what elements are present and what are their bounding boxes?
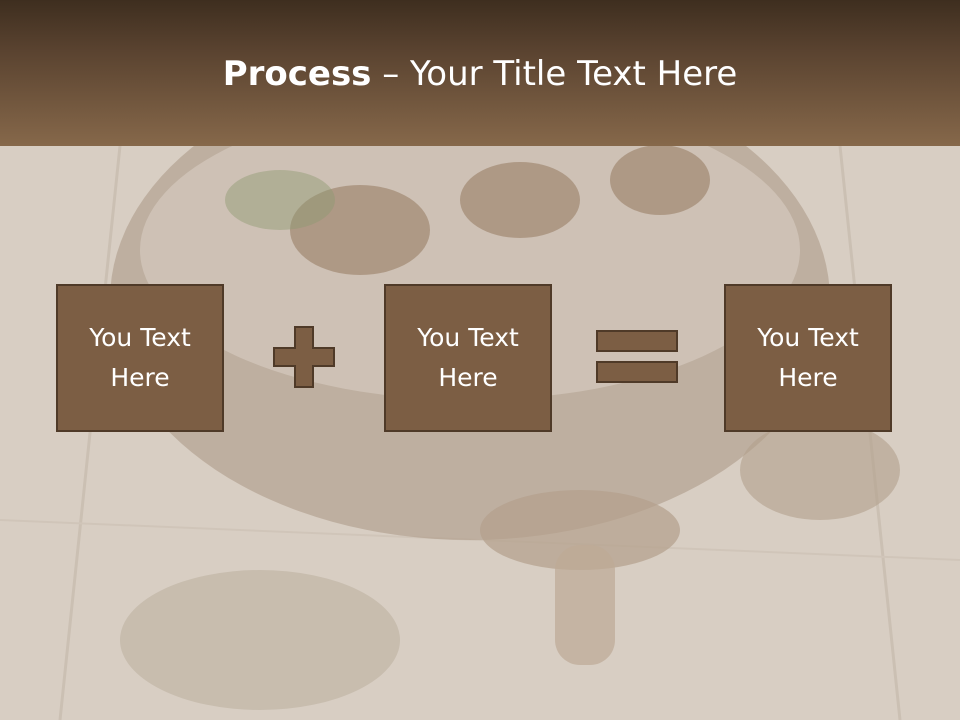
equals-icon <box>596 330 678 383</box>
title-bold: Process <box>222 54 372 94</box>
process-box-3[interactable]: You Text Here <box>724 284 892 432</box>
plus-icon <box>273 326 335 388</box>
title-bar: Process – Your Title Text Here <box>0 0 960 146</box>
process-box-2[interactable]: You Text Here <box>384 284 552 432</box>
process-box-label: You Text Here <box>89 323 191 392</box>
process-box-1[interactable]: You Text Here <box>56 284 224 432</box>
title-rest: – Your Title Text Here <box>371 54 738 94</box>
slide-title[interactable]: Process – Your Title Text Here <box>0 52 960 96</box>
process-box-label: You Text Here <box>417 323 519 392</box>
process-box-label: You Text Here <box>757 323 859 392</box>
